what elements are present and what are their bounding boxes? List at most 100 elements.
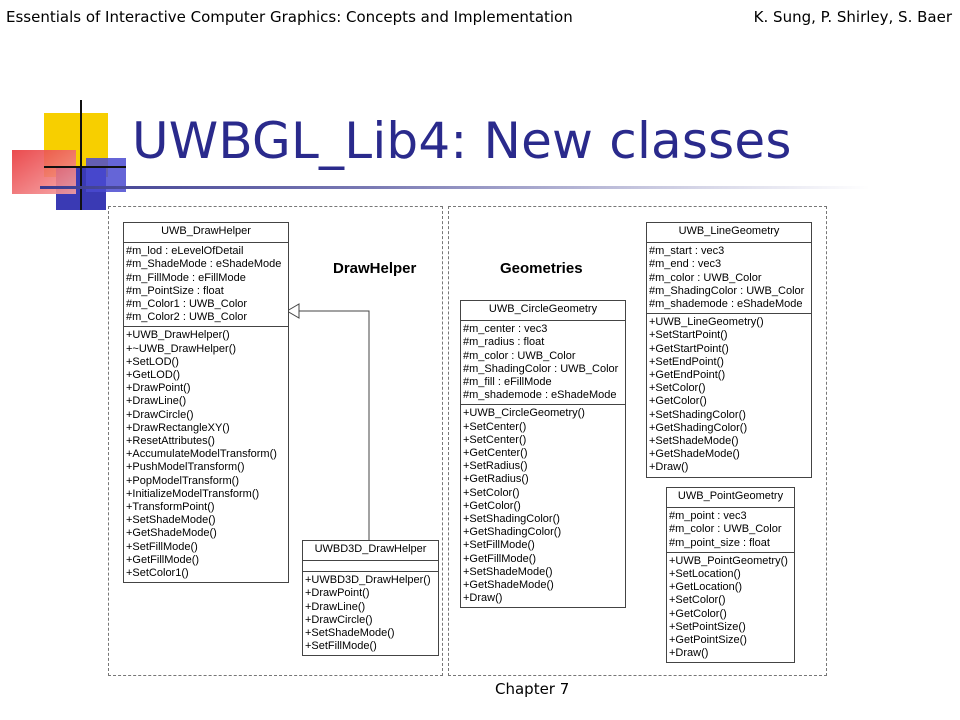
class-operation: +DrawPoint() (305, 587, 370, 600)
class-operations: +UWB_LineGeometry()+SetStartPoint() +GetS… (647, 314, 811, 476)
class-name: UWBD3D_DrawHelper (303, 541, 438, 562)
class-operation: +PopModelTransform() (126, 474, 239, 487)
class-attribute: #m_end : vec3 (649, 258, 722, 271)
class-operation: +GetColor() (463, 499, 521, 512)
class-operation: +GetCenter() (463, 447, 528, 460)
class-attribute: #m_Color2 : UWB_Color (126, 311, 248, 324)
class-attribute: #m_color : UWB_Color (463, 349, 576, 362)
class-operation: +DrawLine() (126, 395, 187, 408)
class-operation: +Draw() (649, 461, 689, 474)
class-operation: +ResetAttributes() (126, 435, 215, 448)
class-operation: +SetFillMode() (463, 539, 535, 552)
class-operation: +GetLOD() (126, 369, 181, 382)
header-authors: K. Sung, P. Shirley, S. Baer (753, 8, 952, 26)
class-operation: +SetFillMode() (126, 540, 198, 553)
class-operation: +DrawLine() (305, 600, 366, 613)
class-operation: +Draw() (463, 592, 503, 605)
class-operation: +SetStartPoint() (649, 329, 728, 342)
class-operation: +SetFillMode() (305, 640, 377, 653)
class-operation: +SetColor() (463, 486, 520, 499)
class-uwbd3d-drawhelper: UWBD3D_DrawHelper+UWBD3D_DrawHelper()+Dr… (302, 540, 439, 657)
class-attribute: #m_ShadingColor : UWB_Color (649, 284, 805, 297)
class-attribute: #m_Color1 : UWB_Color (126, 298, 248, 311)
class-operation: +SetLocation() (669, 568, 741, 581)
class-operation: +~UWB_DrawHelper() (126, 342, 237, 355)
class-operation: +GetFillMode() (463, 552, 537, 565)
class-operation: +GetColor() (669, 607, 727, 620)
class-attribute: #m_PointSize : float (126, 284, 224, 297)
class-operation: +UWBD3D_DrawHelper() (305, 574, 431, 587)
class-attribute: #m_shademode : eShadeMode (463, 389, 617, 402)
class-name: UWB_CircleGeometry (461, 301, 625, 322)
class-operation: +GetPointSize() (669, 634, 747, 647)
class-operation: +TransformPoint() (126, 501, 215, 514)
class-attribute: #m_color : UWB_Color (669, 523, 782, 536)
class-name: UWB_LineGeometry (647, 223, 811, 244)
class-operation: +SetShadeMode() (649, 435, 739, 448)
class-operation: +DrawCircle() (305, 613, 373, 626)
class-attribute: #m_shademode : eShadeMode (649, 298, 803, 311)
class-operation: +UWB_CircleGeometry() (463, 407, 585, 420)
class-operation: +GetLocation() (669, 581, 743, 594)
slide-title: UWBGL_Lib4: New classes (132, 112, 792, 170)
class-attribute: #m_fill : eFillMode (463, 376, 552, 389)
footer-chapter: Chapter 7 (495, 680, 570, 698)
class-operations: +UWB_CircleGeometry()+SetCenter()+SetCen… (461, 405, 625, 607)
class-operation: +PushModelTransform() (126, 461, 245, 474)
class-uwb-drawhelper: UWB_DrawHelper#m_lod : eLevelOfDetail#m_… (123, 222, 289, 584)
class-operation: +GetColor() (649, 395, 707, 408)
class-operation: +SetShadeMode() (305, 627, 395, 640)
drawhelper-group-box (108, 206, 443, 676)
class-operation: +GetShadeMode() (649, 448, 740, 461)
class-operation: +Draw() (669, 647, 709, 660)
class-operation: +GetRadius() (463, 473, 529, 486)
class-operation: +SetColor1() (126, 567, 189, 580)
class-attribute: #m_center : vec3 (463, 323, 548, 336)
header-book-title: Essentials of Interactive Computer Graph… (6, 8, 573, 26)
class-operations: +UWB_DrawHelper()+~UWB_DrawHelper()+SetL… (124, 327, 288, 582)
class-operation: +UWB_LineGeometry() (649, 316, 764, 329)
class-operation: +UWB_PointGeometry() (669, 554, 788, 567)
geometries-group-box (448, 206, 827, 676)
class-operation: +SetCenter() (463, 433, 527, 446)
class-operation: +SetShadeMode() (463, 565, 553, 578)
class-operation: +SetColor() (649, 382, 706, 395)
class-operation: +DrawRectangleXY() (126, 421, 230, 434)
class-operations: +UWBD3D_DrawHelper()+DrawPoint()+DrawLin… (303, 572, 438, 655)
class-attributes (303, 561, 438, 573)
class-attribute: #m_point_size : float (669, 536, 770, 549)
class-attribute: #m_start : vec3 (649, 245, 725, 258)
class-uwb-linegeometry: UWB_LineGeometry#m_start : vec3#m_end : … (646, 222, 812, 478)
class-operation: +InitializeModelTransform() (126, 487, 260, 500)
class-attribute: #m_FillMode : eFillMode (126, 271, 246, 284)
drawhelper-label: DrawHelper (333, 260, 417, 277)
class-uwb-pointgeometry: UWB_PointGeometry#m_point : vec3#m_color… (666, 487, 795, 664)
class-name: UWB_DrawHelper (124, 223, 288, 244)
class-uwb-circlegeometry: UWB_CircleGeometry#m_center : vec3#m_rad… (460, 300, 626, 609)
class-name: UWB_PointGeometry (667, 488, 794, 509)
class-attribute: #m_lod : eLevelOfDetail (126, 245, 244, 258)
class-attribute: #m_ShadingColor : UWB_Color (463, 362, 619, 375)
class-operation: +SetCenter() (463, 420, 527, 433)
class-attribute: #m_radius : float (463, 336, 545, 349)
geometries-label: Geometries (500, 260, 583, 277)
class-operation: +GetEndPoint() (649, 369, 726, 382)
class-operation: +GetShadingColor() (463, 526, 562, 539)
class-operation: +SetShadingColor() (463, 513, 560, 526)
class-operation: +SetColor() (669, 594, 726, 607)
class-operation: +SetLOD() (126, 355, 179, 368)
class-operation: +GetShadeMode() (463, 579, 554, 592)
title-underline (40, 186, 870, 189)
class-operation: +UWB_DrawHelper() (126, 329, 230, 342)
class-attribute: #m_point : vec3 (669, 510, 747, 523)
class-attribute: #m_color : UWB_Color (649, 271, 762, 284)
class-operation: +SetPointSize() (669, 620, 746, 633)
class-attributes: #m_start : vec3#m_end : vec3#m_color : U… (647, 243, 811, 315)
class-attribute: #m_ShadeMode : eShadeMode (126, 258, 282, 271)
class-operation: +SetShadingColor() (649, 408, 746, 421)
class-operation: +SetRadius() (463, 460, 528, 473)
class-operation: +DrawPoint() (126, 382, 191, 395)
class-attributes: #m_lod : eLevelOfDetail#m_ShadeMode : eS… (124, 243, 288, 328)
class-operation: +GetShadeMode() (126, 527, 217, 540)
class-operation: +SetShadeMode() (126, 514, 216, 527)
